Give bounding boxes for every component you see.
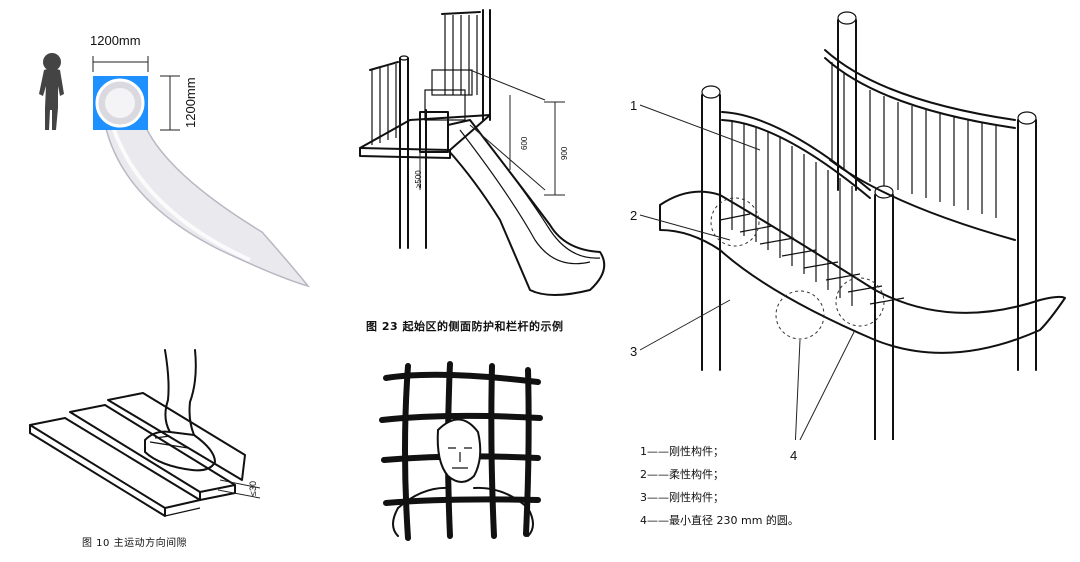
legend-item-2: 2——柔性构件； xyxy=(640,468,724,481)
callout-4: 4 xyxy=(790,448,798,463)
figure-23-caption: 图 23 起始区的侧面防护和栏杆的示例 xyxy=(366,320,564,333)
legend-item-1: 1——刚性构件； xyxy=(640,445,724,458)
legend-item-3: 3——刚性构件； xyxy=(640,491,724,504)
head-entrapment-figure xyxy=(379,361,543,541)
dim-900-label: 900 xyxy=(560,146,569,160)
legend-item-4: 4——最小直径 230 mm 的圆。 xyxy=(640,514,799,527)
slide-start-figure xyxy=(359,9,606,296)
bridge-legend: 1——刚性构件； 2——柔性构件； 3——刚性构件； 4——最小直径 230 m… xyxy=(640,440,799,532)
tube-slide-body xyxy=(103,117,311,288)
figure-10-caption: 图 10 主运动方向间隙 xyxy=(82,538,188,549)
tube-width-label: 1200mm xyxy=(90,33,141,48)
child-face xyxy=(436,418,482,483)
bridge-figure xyxy=(639,11,1066,440)
tube-height-label: 1200mm xyxy=(183,77,198,128)
callout-1: 1 xyxy=(630,98,638,113)
callout-3: 3 xyxy=(630,344,638,359)
dim-500-label: ≥500 xyxy=(414,170,423,188)
gap-label: ≤30 xyxy=(248,481,258,496)
child-silhouette-icon xyxy=(39,53,64,130)
callout-2: 2 xyxy=(630,208,638,223)
tube-slide-figure xyxy=(39,53,311,288)
dim-600-label: 600 xyxy=(520,136,529,150)
boards-figure xyxy=(29,349,261,517)
